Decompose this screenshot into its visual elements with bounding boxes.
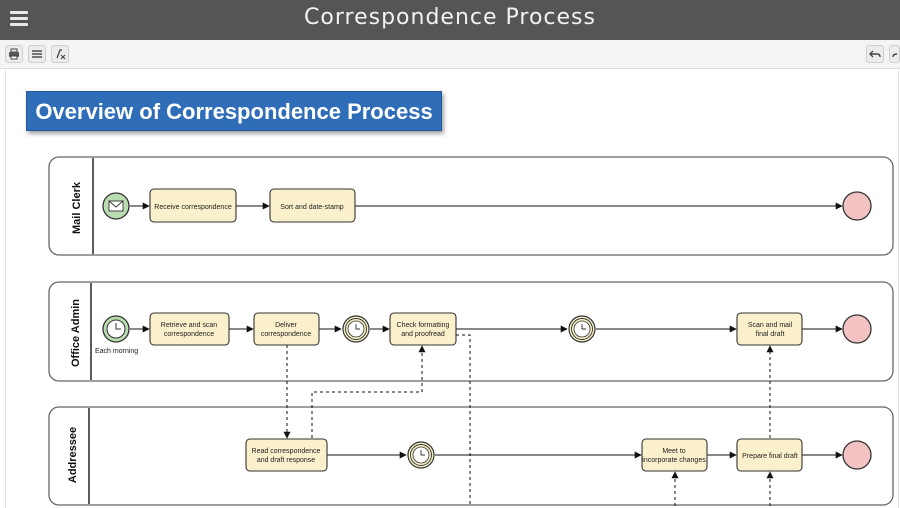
- list-icon[interactable]: [28, 45, 46, 63]
- each-morning-label: Each morning: [95, 348, 138, 355]
- task-read-correspondence: Read correspondence and draft response: [245, 438, 328, 472]
- timer-event-3: [407, 441, 435, 469]
- lane-label: Mail Clerk: [71, 181, 83, 234]
- svg-text:final draft: final draft: [756, 331, 785, 338]
- lane-label: Office Admin: [70, 299, 82, 367]
- clear-format-icon[interactable]: [51, 45, 69, 63]
- diagram-heading: Overview of Correspondence Process: [26, 91, 442, 131]
- svg-text:Read correspondence: Read correspondence: [252, 448, 321, 455]
- svg-text:and proofread: and proofread: [401, 331, 445, 338]
- svg-text:correspondence: correspondence: [164, 331, 214, 338]
- svg-text:Receive correspondence: Receive correspondence: [154, 204, 232, 211]
- end-event: [842, 191, 872, 221]
- print-icon[interactable]: [5, 45, 23, 63]
- timer-event-2: [568, 315, 596, 343]
- svg-text:incorporate changes: incorporate changes: [642, 457, 706, 464]
- start-message-event: [102, 192, 130, 220]
- svg-text:Check formatting: Check formatting: [397, 322, 450, 329]
- end-event: [842, 440, 872, 470]
- task-deliver-correspondence: Deliver correspondence: [253, 312, 320, 346]
- svg-text:Deliver: Deliver: [275, 322, 297, 329]
- task-check-formatting: Check formatting and proofread: [389, 312, 457, 346]
- envelope-icon: [108, 200, 124, 212]
- lane-label: Addressee: [67, 427, 79, 483]
- sequence-flows: [130, 202, 843, 459]
- svg-text:correspondence: correspondence: [261, 331, 311, 338]
- svg-text:Scan and mail: Scan and mail: [748, 322, 793, 329]
- svg-text:Meet to: Meet to: [662, 448, 685, 455]
- task-retrieve-and-scan: Retrieve and scan correspondence: [149, 312, 230, 346]
- task-sort-and-date-stamp: Sort and date-stamp: [269, 188, 356, 223]
- svg-text:and draft response: and draft response: [257, 457, 315, 464]
- window-title: Correspondence Process: [304, 5, 596, 30]
- title-bar: Correspondence Process: [0, 0, 900, 40]
- message-flows: [283, 334, 774, 506]
- undo-icon[interactable]: [866, 45, 884, 63]
- end-event: [842, 314, 872, 344]
- start-timer-event: [102, 315, 130, 343]
- lane-office-admin: Office Admin: [48, 281, 894, 382]
- hamburger-menu-icon[interactable]: [10, 11, 28, 27]
- task-receive-correspondence: Receive correspondence: [149, 188, 237, 223]
- timer-event-1: [342, 315, 370, 343]
- task-meet-to-incorporate: Meet to incorporate changes: [641, 438, 708, 472]
- svg-text:Retrieve and scan: Retrieve and scan: [161, 322, 218, 329]
- task-prepare-final-draft: Prepare final draft: [736, 438, 803, 472]
- svg-text:Prepare final draft: Prepare final draft: [742, 453, 798, 460]
- svg-text:Sort and date-stamp: Sort and date-stamp: [280, 204, 344, 211]
- task-scan-and-mail: Scan and mail final draft: [736, 312, 803, 346]
- toolbar: [0, 40, 900, 69]
- lane-addressee: Addressee: [48, 406, 894, 506]
